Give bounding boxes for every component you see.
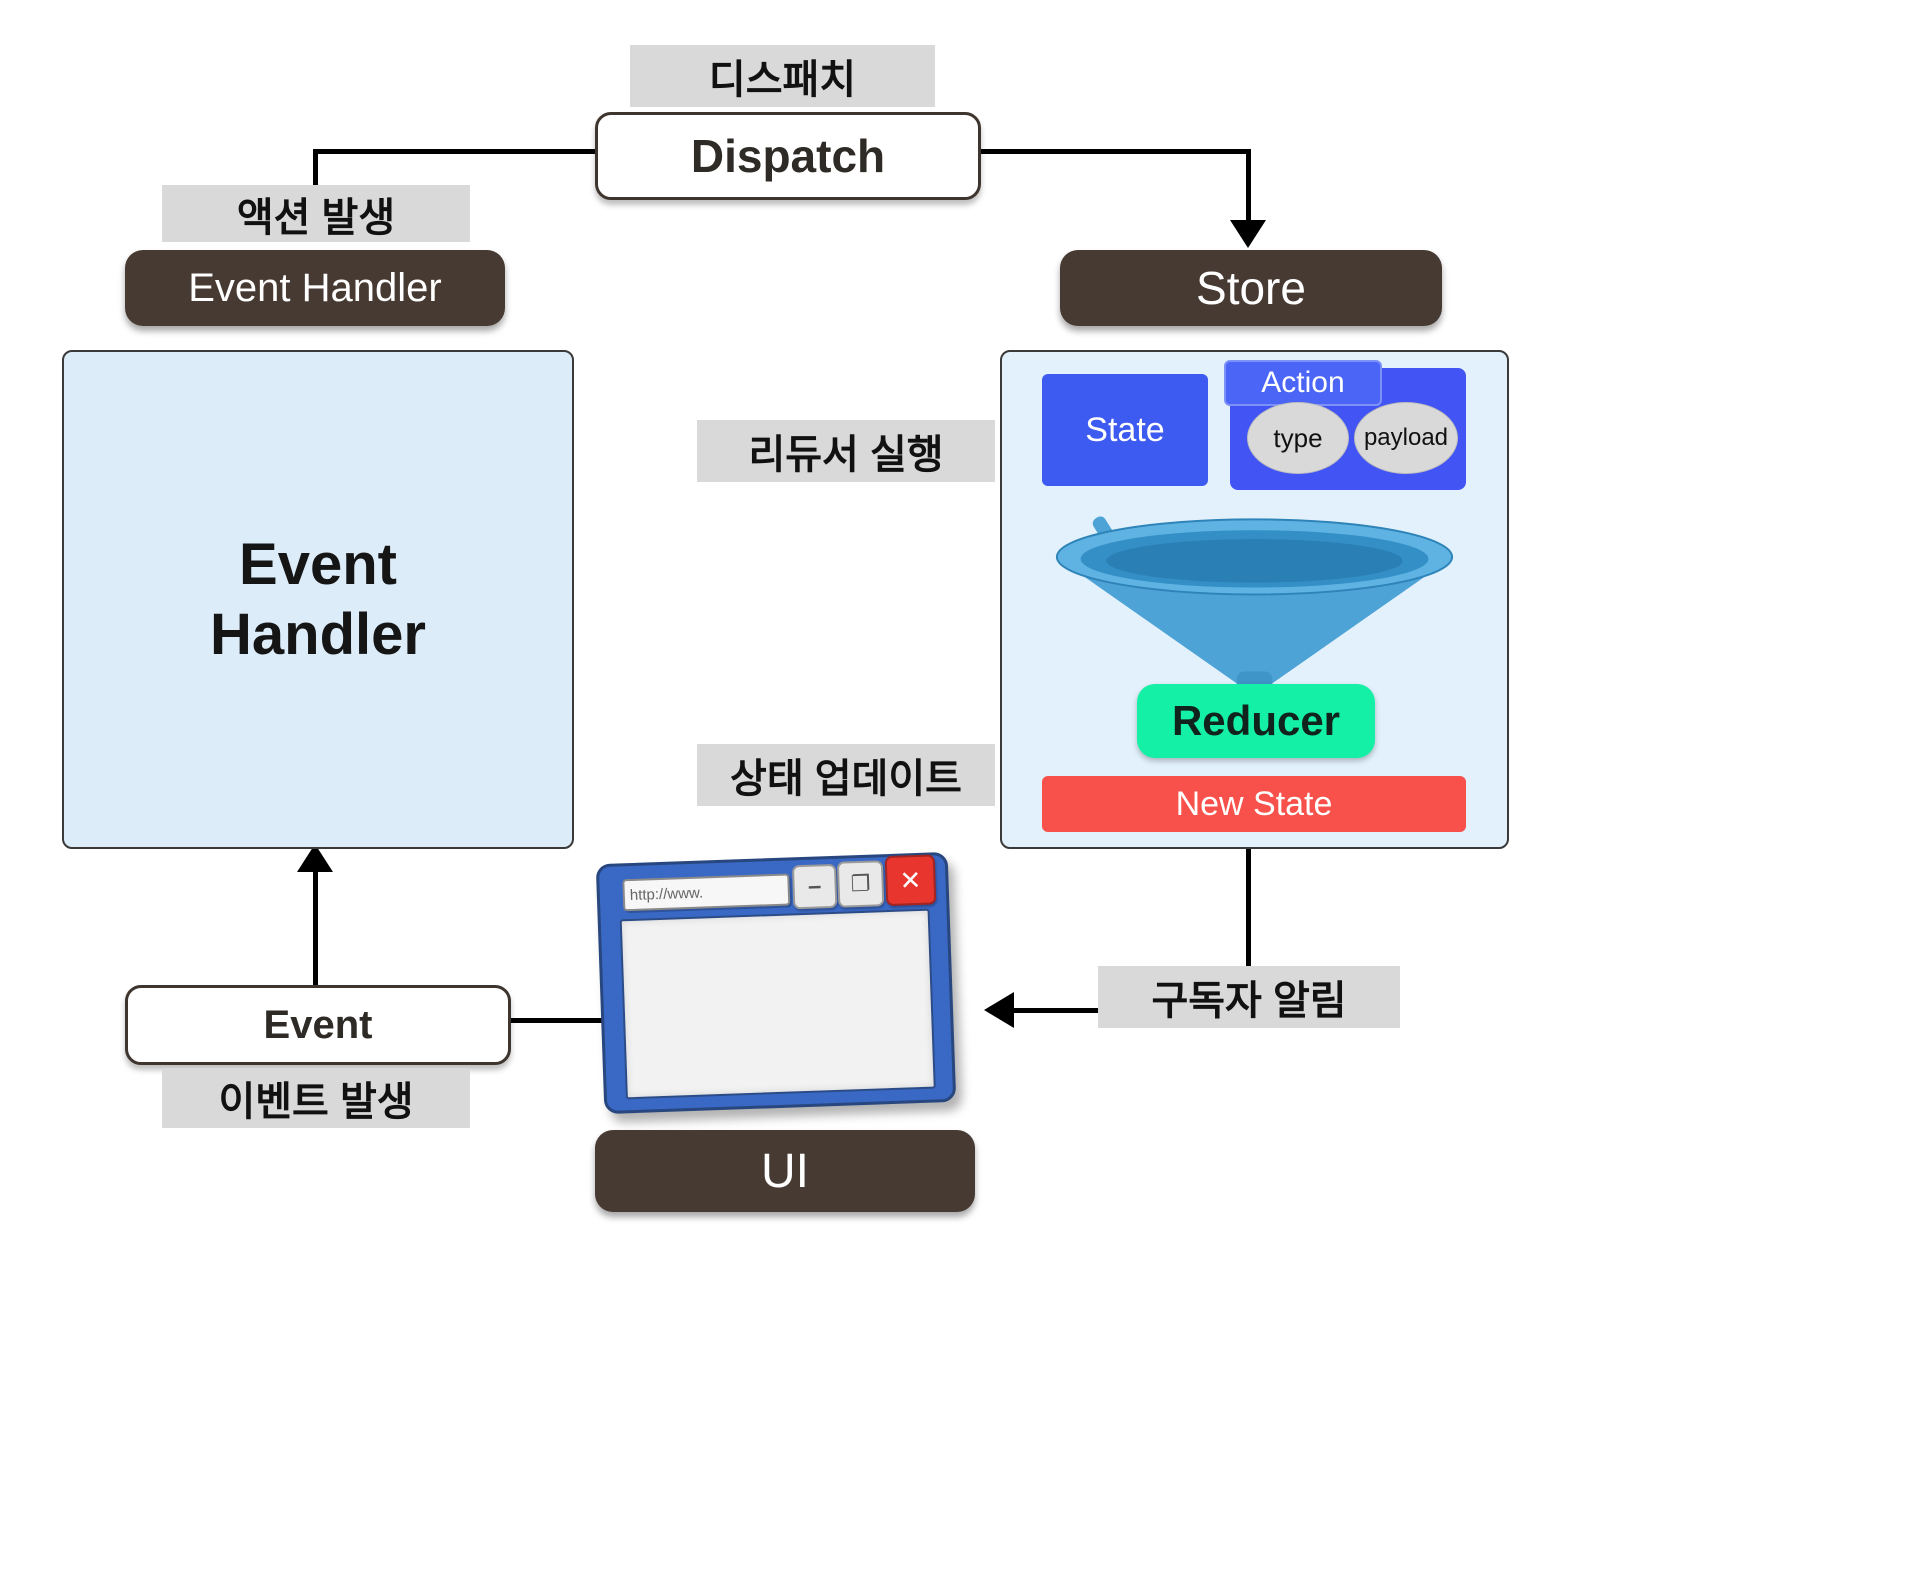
- ui-tag: UI: [595, 1130, 975, 1212]
- restore-icon: ❐: [850, 870, 871, 897]
- new-state-bar: New State: [1042, 776, 1466, 832]
- browser-content-area: [619, 908, 936, 1100]
- reducer-run-label: 리듀서 실행: [697, 420, 995, 482]
- browser-window-illustration: http://www. – ❐ ✕: [595, 851, 957, 1115]
- action-type-ellipse: type: [1247, 402, 1349, 474]
- funnel-illustration: [1055, 516, 1454, 749]
- connector-dispatch-right-vertical: [1246, 149, 1251, 222]
- restore-button: ❐: [836, 860, 885, 908]
- connector-event-to-handler: [313, 868, 318, 988]
- event-occurs-label: 이벤트 발생: [162, 1068, 470, 1128]
- dispatch-box: Dispatch: [595, 112, 981, 200]
- minimize-icon: –: [807, 872, 822, 900]
- close-button: ✕: [884, 854, 937, 907]
- action-occurs-label: 액션 발생: [162, 185, 470, 242]
- reducer-badge: Reducer: [1137, 684, 1375, 758]
- arrowhead-to-ui: [984, 992, 1014, 1028]
- event-box: Event: [125, 985, 511, 1065]
- store-panel: State Action type payload Reducer New St…: [1000, 350, 1509, 849]
- connector-dispatch-left-horizontal: [315, 149, 597, 154]
- event-handler-title: Event Handler: [210, 531, 426, 667]
- arrowhead-to-store: [1230, 220, 1266, 248]
- event-handler-panel: Event Handler: [62, 350, 574, 849]
- state-update-label: 상태 업데이트: [697, 744, 995, 806]
- event-handler-tag: Event Handler: [125, 250, 505, 326]
- action-label: Action: [1224, 360, 1382, 406]
- dispatch-korean-label: 디스패치: [630, 45, 935, 107]
- subscriber-notify-label: 구독자 알림: [1098, 966, 1400, 1028]
- close-icon: ✕: [899, 864, 922, 896]
- connector-dispatch-left-vertical: [313, 149, 318, 189]
- state-box: State: [1042, 374, 1208, 486]
- store-tag: Store: [1060, 250, 1442, 326]
- connector-event-to-ui: [505, 1018, 603, 1023]
- minimize-button: –: [791, 863, 838, 910]
- connector-store-down: [1246, 845, 1251, 1011]
- action-payload-ellipse: payload: [1354, 402, 1458, 474]
- connector-dispatch-right-horizontal: [973, 149, 1250, 154]
- url-field: http://www.: [622, 873, 791, 912]
